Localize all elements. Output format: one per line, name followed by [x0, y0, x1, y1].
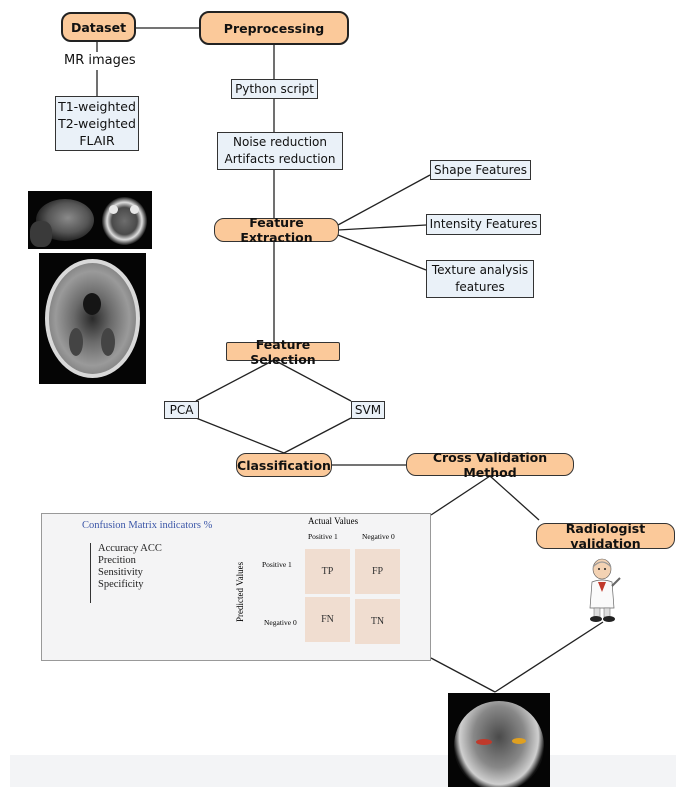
radiologist-validation-label: Radiologist validation — [565, 521, 646, 551]
cm-indicator-list: Accuracy ACC Precition Sensitivity Speci… — [90, 543, 162, 603]
pca-box: PCA — [164, 401, 199, 419]
classification-box: Classification — [236, 453, 332, 477]
confusion-matrix-panel: Confusion Matrix indicators % Accuracy A… — [41, 513, 431, 661]
cm-cell-tp: TP — [305, 549, 350, 594]
bottom-band — [10, 755, 676, 787]
classification-label: Classification — [237, 457, 331, 473]
texture-features-box: Texture analysis features — [426, 260, 534, 298]
cm-actual-values-label: Actual Values — [308, 516, 359, 526]
cm-predicted-values-label: Predicted Values — [235, 561, 245, 622]
cm-indicator-sensitivity: Sensitivity — [98, 567, 143, 578]
doctor-illustration — [589, 558, 621, 622]
intensity-features-box: Intensity Features — [426, 214, 541, 235]
preprocessing-box: Preprocessing — [199, 11, 349, 45]
mr-images-label: MR images — [64, 53, 136, 68]
cm-indicator-specificity: Specificity — [98, 579, 144, 590]
feature-selection-box: Feature Selection — [226, 337, 340, 367]
noise-reduction-label: Noise reduction — [233, 135, 327, 149]
feature-extraction-label: Feature Extraction — [240, 215, 313, 245]
shape-features-box: Shape Features — [430, 160, 531, 180]
mri-axial-large-image — [39, 253, 146, 384]
cm-indicator-precision: Precition — [98, 555, 136, 566]
preprocessing-label: Preprocessing — [223, 20, 325, 36]
python-script-label: Python script — [235, 81, 314, 96]
cm-positive-row-label: Positive 1 — [262, 560, 292, 569]
cm-indicator-accuracy: Accuracy ACC — [98, 543, 162, 554]
modality-t2: T2-weighted — [58, 116, 136, 131]
cross-validation-box: Cross Validation Method — [406, 450, 574, 480]
pca-label: PCA — [169, 402, 194, 417]
cm-cell-tn: TN — [355, 599, 400, 644]
cross-validation-label: Cross Validation Method — [432, 449, 548, 480]
artifacts-reduction-label: Artifacts reduction — [224, 152, 336, 166]
feature-selection-label: Feature Selection — [250, 336, 316, 367]
cm-negative-row-label: Negative 0 — [264, 618, 297, 627]
modality-t1: T1-weighted — [58, 99, 136, 114]
feature-extraction-box: Feature Extraction — [214, 215, 339, 245]
svm-label: SVM — [354, 402, 382, 417]
modality-flair: FLAIR — [79, 133, 115, 148]
radiologist-validation-box: Radiologist validation — [536, 521, 675, 551]
reduction-box: Noise reduction Artifacts reduction — [217, 132, 343, 170]
cm-negative-col-label: Negative 0 — [362, 532, 395, 541]
texture-features-label: features — [455, 280, 505, 294]
dataset-box: Dataset — [61, 12, 136, 42]
mri-axial-small-image — [97, 191, 152, 249]
cm-title: Confusion Matrix indicators % — [82, 520, 213, 531]
cm-cell-fp: FP — [355, 549, 400, 594]
cm-positive-col-label: Positive 1 — [308, 532, 338, 541]
mri-sagittal-image — [28, 191, 97, 249]
mri-coronal-image — [448, 693, 550, 787]
modalities-box: T1-weighted T2-weighted FLAIR — [55, 96, 139, 151]
shape-features-label: Shape Features — [434, 162, 527, 177]
python-script-box: Python script — [231, 79, 318, 99]
dataset-label: Dataset — [70, 19, 127, 35]
svm-box: SVM — [351, 401, 385, 419]
intensity-features-label: Intensity Features — [429, 217, 538, 231]
cm-cell-fn: FN — [305, 597, 350, 642]
texture-analysis-label: Texture analysis — [431, 263, 529, 277]
